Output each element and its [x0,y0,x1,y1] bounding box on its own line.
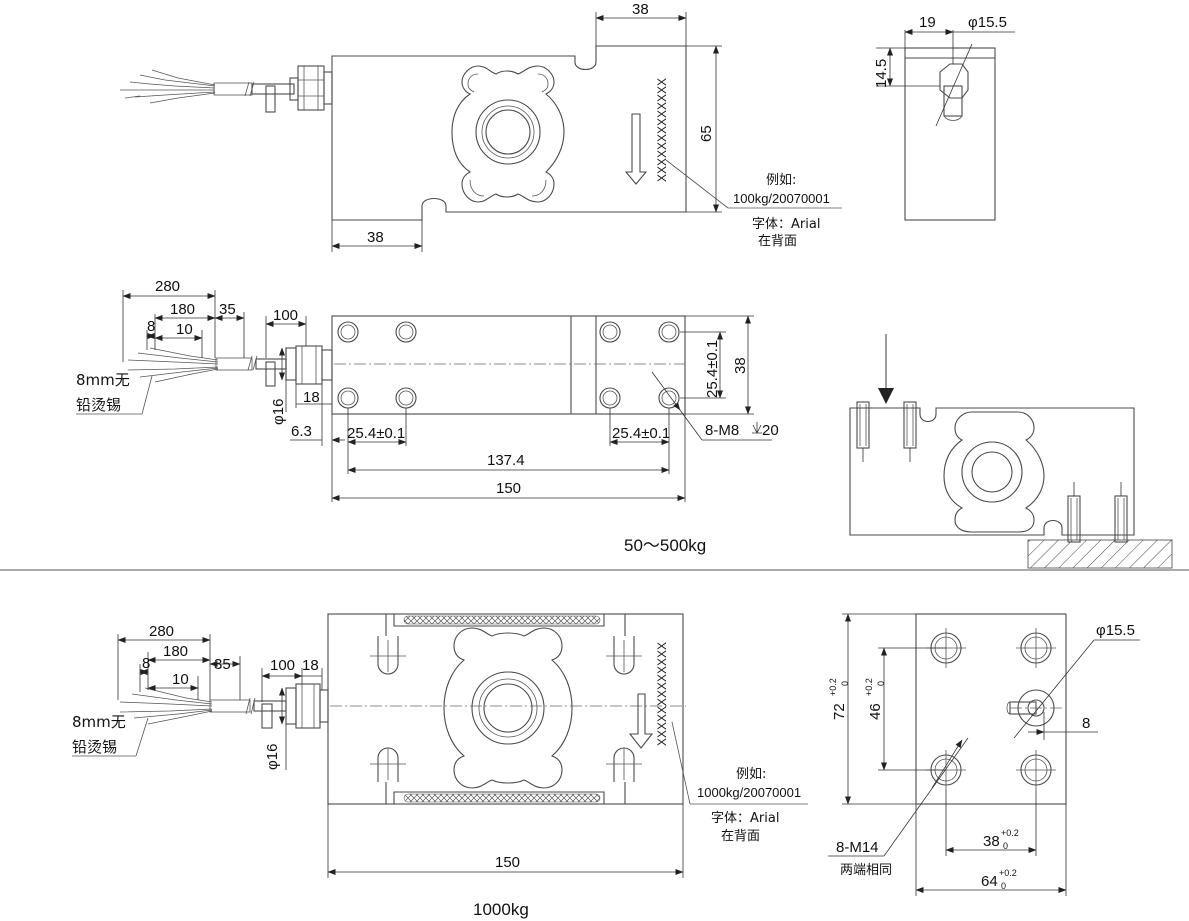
wire-label-1000kg-line2: 铅烫锡 [72,738,117,756]
note-location: 在背面 [758,234,797,249]
dim-18-1000kg: 18 [302,657,319,674]
dim-180: 180 [170,301,195,318]
knurl-top [403,615,601,625]
serial-marking: XXXXXXXXXXXXX [655,78,669,182]
dim-bottom-38: 38 [367,229,384,246]
dim-10: 10 [176,321,193,338]
dim-150-top: 150 [496,480,521,497]
tol-46-lower: 0 [876,681,886,686]
dim-side-19: 19 [919,14,936,31]
knurl-bottom [403,793,601,803]
wire-label-1000kg-line1: 8mm无 [72,713,126,731]
note-example-value: 100kg/20070001 [733,191,830,206]
ground-base [1027,539,1173,569]
top-front-view: XXXXXXXXXXXXX 例如: 100kg/20070001 字体：Aria… [120,1,842,252]
note-location-1000kg: 在背面 [721,829,760,844]
dim-35-1000kg: 35 [214,656,231,673]
serial-marking-1000kg: XXXXXXXXXXXXX [655,642,669,746]
dim-25-4-vert: 25.4±0.1 [704,340,721,398]
section-bottom-title: 1000kg [473,900,529,919]
note-font: 字体：Arial [752,217,820,232]
tol-64-lower: 0 [1001,881,1006,891]
marking-leader [665,159,729,209]
note-example-label-1000kg: 例如: [736,766,766,782]
dim-top-38: 38 [632,1,649,18]
dim-end-72: 72 [831,703,848,720]
tol-38-upper: +0.2 [1001,828,1019,838]
mounting-illustration [849,334,1173,569]
slot-holes [370,636,642,782]
dim-280: 280 [155,278,180,295]
dim-end-phi15-5: φ15.5 [1096,622,1135,639]
top-plan-view: 280 180 35 8 10 100 φ16 18 6.3 [76,278,779,502]
dim-end-8: 8 [1082,715,1090,732]
dim-8: 8 [147,318,155,335]
tol-72-lower: 0 [840,681,850,686]
bottom-front-view: XXXXXXXXXXXXX 例如: 1000kg/20070001 字体：Ari… [72,613,808,878]
hole-depth: 20 [762,422,779,439]
dim-side-dia: φ15.5 [968,14,1007,31]
dim-height-65: 65 [698,125,715,142]
section-top-title: 50～500kg [624,536,706,555]
dim-6-3: 6.3 [291,423,312,440]
tol-38-lower: 0 [1003,841,1008,851]
hole-note-both-ends: 两端相同 [840,863,892,878]
dim-end-64: 64 [981,873,998,890]
dim-150-1000kg: 150 [495,854,520,871]
note-font-1000kg: 字体：Arial [711,811,779,826]
load-direction-arrow-1000kg [628,693,654,749]
dim-100-1000kg: 100 [270,657,295,674]
load-cell-body-plan [331,315,686,415]
cable-wires [120,69,299,113]
dim-end-46: 46 [867,703,884,720]
load-cell-body-1000kg [327,613,684,805]
dim-137-4: 137.4 [487,452,525,469]
bottom-end-view: φ15.5 8 72 +0.2 0 46 +0.2 0 38 +0.2 0 64… [828,613,1140,896]
load-direction-arrow [624,113,648,185]
beam-cutout [451,65,565,203]
dim-100: 100 [273,307,298,324]
cable-gland [297,65,333,111]
dim-8-1000kg: 8 [142,655,150,672]
dim-180-1000kg: 180 [163,643,188,660]
dim-10-1000kg: 10 [172,671,189,688]
tol-72-upper: +0.2 [828,678,838,696]
dim-18: 18 [303,389,320,406]
dim-side-14-5: 14.5 [873,59,890,88]
top-side-view: 19 φ15.5 14.5 [873,14,1015,221]
dim-35: 35 [219,301,236,318]
dim-280-1000kg: 280 [149,623,174,640]
mounting-holes-plan [337,321,680,409]
dim-phi16-1000kg: φ16 [264,744,281,770]
tol-46-upper: +0.2 [864,678,874,696]
load-cell-body-front [331,45,687,221]
wire-label-line1: 8mm无 [76,371,130,389]
dim-end-38: 38 [983,833,1000,850]
note-example-label: 例如: [766,172,796,188]
dim-25-4-right: 25.4±0.1 [612,425,670,442]
dim-phi16: φ16 [270,399,287,425]
tol-64-upper: +0.2 [999,868,1017,878]
note-example-value-1000kg: 1000kg/20070001 [697,785,801,800]
dim-25-4-left: 25.4±0.1 [347,425,405,442]
wire-label-line2: 铅烫锡 [76,396,121,414]
dim-38-vert: 38 [732,357,749,374]
hole-label-m8: 8-M8 [705,422,739,439]
load-arrow-icon [878,388,894,404]
hole-label-m14: 8-M14 [836,839,879,856]
